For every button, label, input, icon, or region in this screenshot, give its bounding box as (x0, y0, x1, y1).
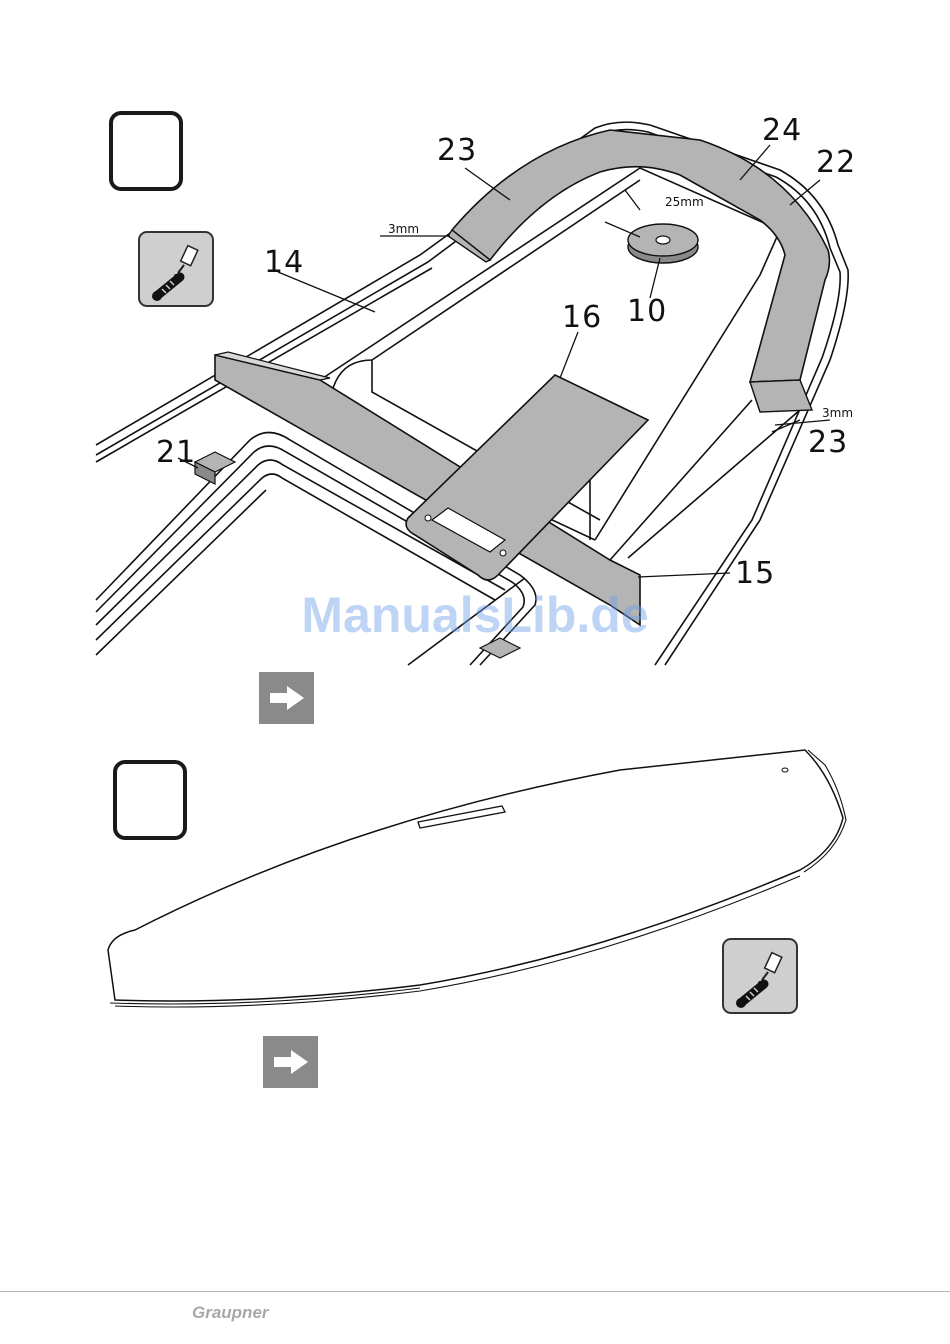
screw-icon (736, 984, 764, 1008)
watermark: ManualsLib.de (0, 586, 950, 644)
glue-bottle-icon (758, 953, 782, 985)
brand-logo: Graupner (192, 1303, 269, 1323)
next-step-arrow-2 (263, 1036, 318, 1088)
arrow-right-icon (271, 1047, 311, 1077)
glue-instruction-icon-2 (722, 938, 798, 1014)
footer-divider (0, 1291, 950, 1292)
